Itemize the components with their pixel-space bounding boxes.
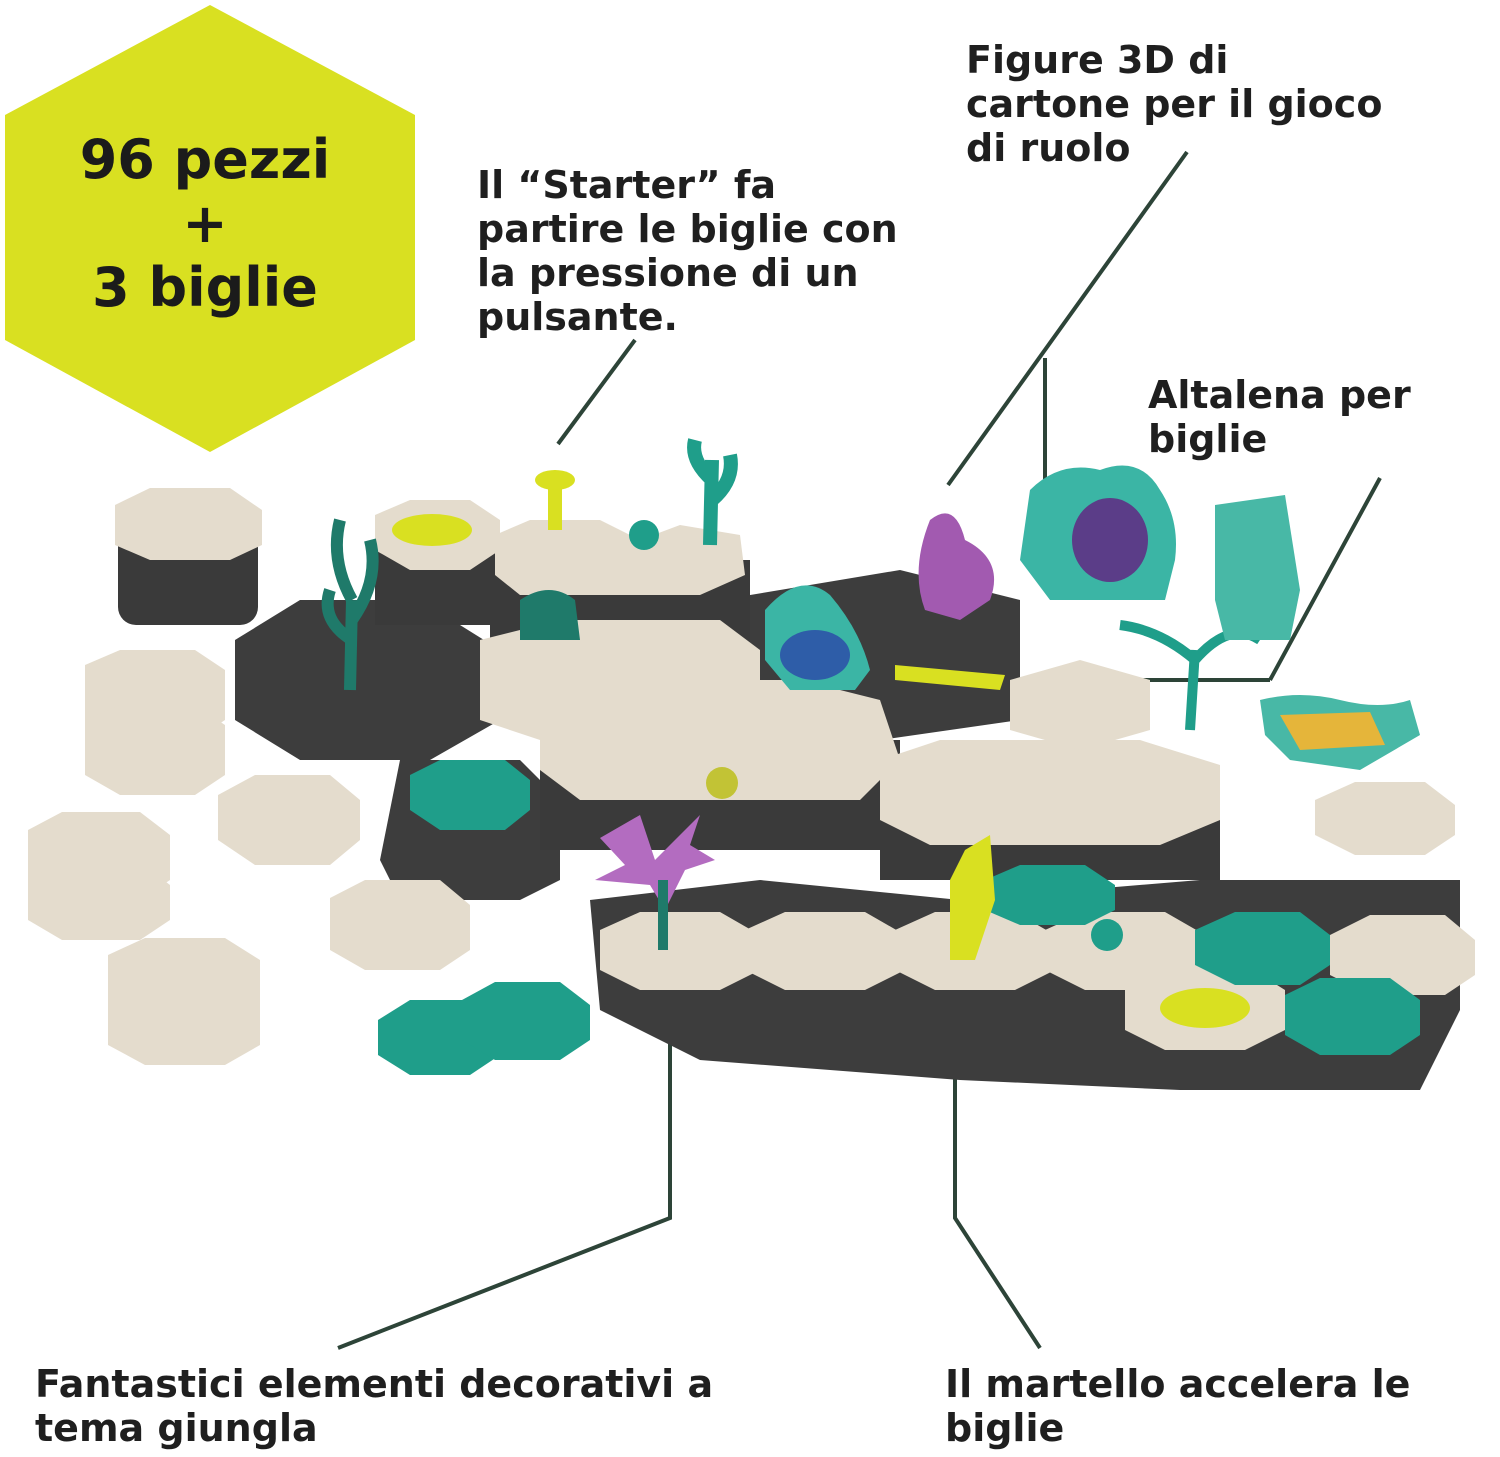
badge-pieces-count: 96 pezzi <box>79 128 331 191</box>
callout-figures-line1: Figure 3D di <box>966 38 1229 82</box>
callout-hammer-line2: biglie <box>945 1406 1065 1450</box>
callout-hammer: Il martello accelera le biglie <box>945 1362 1410 1450</box>
callout-starter-line2: partire le biglie con <box>477 207 898 251</box>
badge-hexagon-shape <box>5 5 415 452</box>
callout-seesaw: Altalena per biglie <box>1148 373 1411 461</box>
loose-tiles <box>28 650 470 1065</box>
callout-figures-line3: di ruolo <box>966 126 1131 170</box>
lower-path <box>600 782 1475 1055</box>
callout-starter-line1: Il “Starter” fa <box>477 163 777 207</box>
leader-line-figures <box>946 150 1189 487</box>
plant-top <box>687 438 738 546</box>
callout-starter: Il “Starter” fa partire le biglie con la… <box>477 163 898 339</box>
teal-pads <box>378 760 590 1075</box>
spider <box>520 590 580 640</box>
badge-text: 96 pezzi + 3 biglie <box>25 128 385 320</box>
callout-starter-line3: la pressione di un <box>477 251 859 295</box>
purple-bird <box>918 513 995 620</box>
monkey-card <box>1215 495 1300 640</box>
callout-seesaw-line2: biglie <box>1148 417 1268 461</box>
leader-line-starter <box>556 338 637 446</box>
hammer-figure <box>950 835 995 960</box>
badge-plus: + <box>182 192 228 255</box>
flower-stem <box>658 880 668 950</box>
left-tile-stack <box>115 488 262 625</box>
callout-starter-line4: pulsante. <box>477 295 678 339</box>
hexagon-badge <box>5 5 415 452</box>
callout-hammer-line1: Il martello accelera le <box>945 1362 1411 1406</box>
seesaw <box>895 665 1005 690</box>
callout-decor-line2: tema giungla <box>35 1406 318 1450</box>
plant-left <box>321 518 379 691</box>
callout-figures-line2: cartone per il gioco <box>966 82 1383 126</box>
pink-flower <box>595 815 715 910</box>
callout-decor-line1: Fantastici elementi decorativi a <box>35 1362 714 1406</box>
leader-lines <box>337 150 1382 1350</box>
leader-line-seesaw <box>1268 477 1382 681</box>
callout-seesaw-line1: Altalena per <box>1148 373 1411 417</box>
callout-decor: Fantastici elementi decorativi a tema gi… <box>35 1362 713 1450</box>
callout-figures: Figure 3D di cartone per il gioco di ruo… <box>966 38 1382 170</box>
cardboard-figures <box>765 465 1420 770</box>
badge-marbles-count: 3 biglie <box>92 256 318 319</box>
